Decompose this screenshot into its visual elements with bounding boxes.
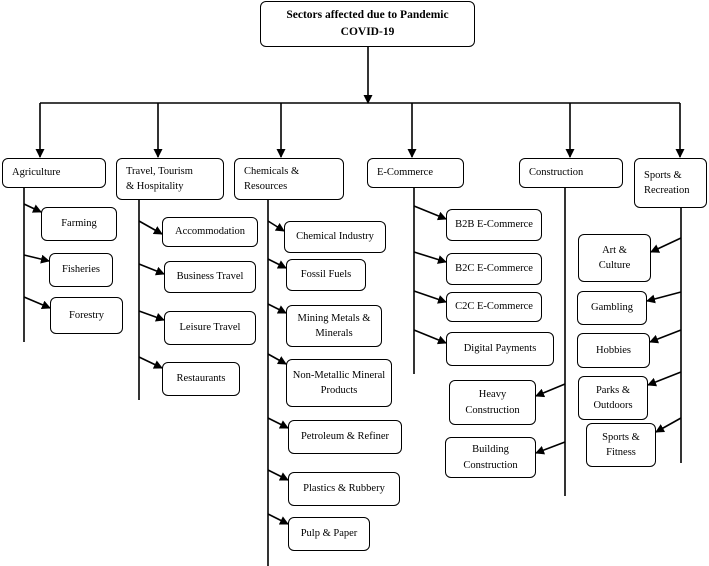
arrow-e-commerce-3 — [413, 329, 447, 345]
arrow-chemicals-6 — [267, 513, 289, 525]
sector-construction: Construction — [519, 158, 623, 188]
arrow-chemicals-4 — [267, 417, 289, 429]
arrow-sports-1 — [646, 291, 682, 304]
arrow-construction-1 — [535, 441, 566, 455]
arrow-e-commerce-0 — [413, 205, 447, 221]
arrow-sports-3 — [647, 371, 682, 387]
item-pulp-paper: Pulp & Paper — [288, 517, 370, 551]
arrow-chemicals-0 — [267, 220, 285, 232]
item-sports-fitness: Sports & Fitness — [586, 423, 656, 467]
sector-agriculture: Agriculture — [2, 158, 106, 188]
item-b2c-e-commerce: B2C E-Commerce — [446, 253, 542, 285]
arrow-travel-2 — [138, 310, 165, 322]
arrow-sports-0 — [650, 237, 682, 253]
sector-e-commerce: E-Commerce — [367, 158, 464, 188]
sector-travel-tourism-hospitality: Travel, Tourism & Hospitality — [116, 158, 224, 200]
arrow-sports-4 — [655, 417, 682, 433]
item-art-culture: Art & Culture — [578, 234, 651, 282]
sector-chemicals-resources: Chemicals & Resources — [234, 158, 344, 200]
sector-sports-recreation: Sports & Recreation — [634, 158, 707, 208]
arrow-travel-1 — [138, 263, 165, 276]
arrow-agriculture-1 — [23, 254, 50, 264]
arrow-agriculture-2 — [23, 296, 51, 310]
item-building-construction: Building Construction — [445, 437, 536, 478]
item-parks-outdoors: Parks & Outdoors — [578, 376, 648, 420]
item-business-travel: Business Travel — [164, 261, 256, 293]
item-petroleum-refiner: Petroleum & Refiner — [288, 420, 402, 454]
arrow-construction-0 — [535, 383, 566, 398]
item-leisure-travel: Leisure Travel — [164, 311, 256, 345]
item-non-metallic-mineral-products: Non-Metallic Mineral Products — [286, 359, 392, 407]
item-c2c-e-commerce: C2C E-Commerce — [446, 292, 542, 322]
item-accommodation: Accommodation — [162, 217, 258, 247]
arrow-sports-2 — [649, 329, 682, 344]
item-fisheries: Fisheries — [49, 253, 113, 287]
item-heavy-construction: Heavy Construction — [449, 380, 536, 425]
item-chemical-industry: Chemical Industry — [284, 221, 386, 253]
arrow-travel-3 — [138, 356, 163, 369]
arrow-travel-0 — [138, 220, 163, 235]
arrow-chemicals-1 — [267, 258, 287, 269]
item-forestry: Forestry — [50, 297, 123, 334]
item-mining-metals-minerals: Mining Metals & Minerals — [286, 305, 382, 347]
root-node: Sectors affected due to Pandemic COVID-1… — [260, 1, 475, 47]
arrow-e-commerce-2 — [413, 290, 447, 304]
item-fossil-fuels: Fossil Fuels — [286, 259, 366, 291]
arrow-chemicals-3 — [267, 353, 287, 365]
arrow-chemicals-5 — [267, 469, 289, 481]
item-plastics-rubbery: Plastics & Rubbery — [288, 472, 400, 506]
item-hobbies: Hobbies — [577, 333, 650, 368]
item-farming: Farming — [41, 207, 117, 241]
arrow-e-commerce-1 — [413, 251, 447, 264]
arrow-chemicals-2 — [267, 303, 287, 314]
item-gambling: Gambling — [577, 291, 647, 325]
arrow-agriculture-0 — [23, 203, 42, 213]
item-digital-payments: Digital Payments — [446, 332, 554, 366]
item-b2b-e-commerce: B2B E-Commerce — [446, 209, 542, 241]
item-restaurants: Restaurants — [162, 362, 240, 396]
